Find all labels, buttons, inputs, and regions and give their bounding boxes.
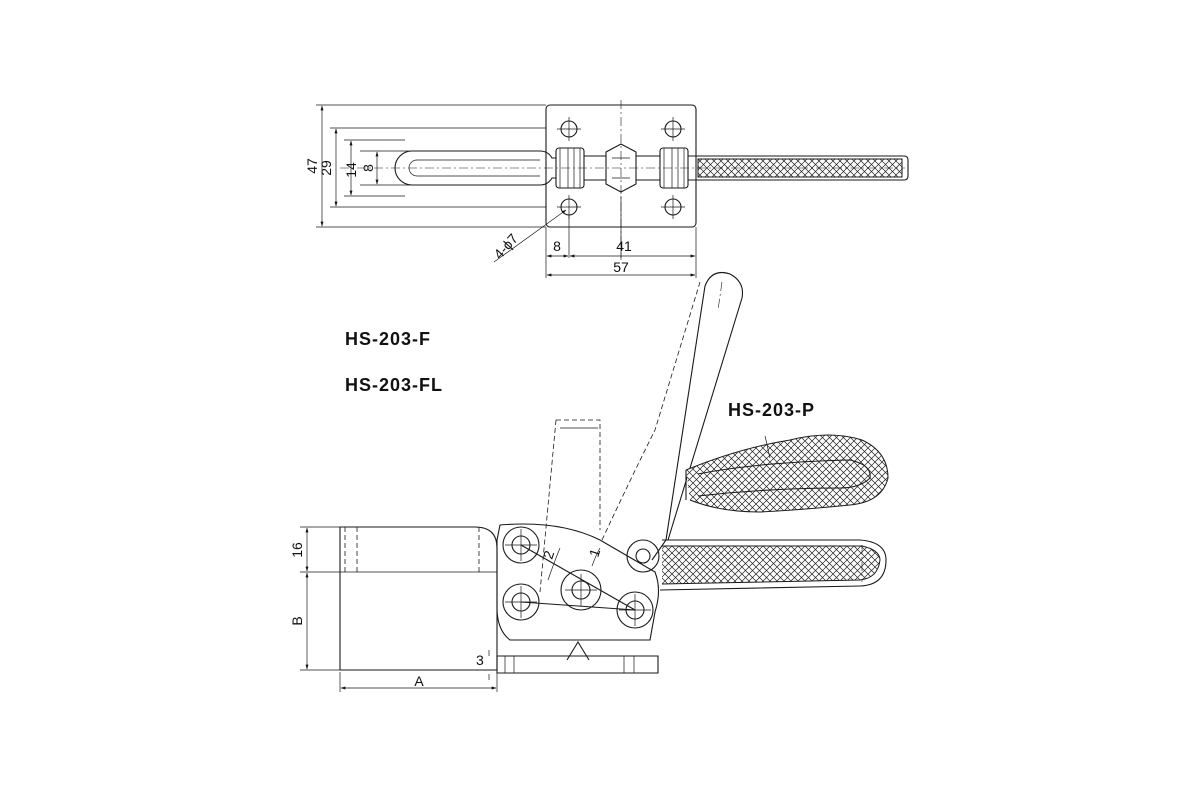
model-label-f: HS-203-F xyxy=(345,329,431,349)
model-label-p: HS-203-P xyxy=(728,400,815,420)
dim-14: 14 xyxy=(343,162,359,178)
pivot-front xyxy=(616,591,654,629)
angle-label-2: 2 xyxy=(540,548,558,561)
dim-3: 3 xyxy=(476,652,484,668)
base-foot xyxy=(496,655,659,674)
p-grip xyxy=(685,434,889,513)
top-view xyxy=(316,100,909,278)
side-view xyxy=(300,271,889,692)
dim-8-horizontal: 8 xyxy=(553,238,561,254)
dim-29: 29 xyxy=(318,160,334,176)
pivot-top xyxy=(502,526,540,564)
angle-label-1: 1 xyxy=(586,546,604,559)
spindle-open xyxy=(539,419,601,593)
pivot-bottom xyxy=(502,583,540,621)
dim-8-vertical: 8 xyxy=(360,164,376,172)
dim-41: 41 xyxy=(616,238,632,254)
dim-16: 16 xyxy=(289,542,305,558)
clamp-body xyxy=(339,526,498,671)
handle-closed xyxy=(659,539,887,591)
dim-a: A xyxy=(414,673,424,689)
model-label-fl: HS-203-FL xyxy=(345,375,443,395)
dim-b: B xyxy=(289,616,305,625)
spindle-bar xyxy=(412,150,556,186)
dim-57: 57 xyxy=(613,259,629,275)
dim-47: 47 xyxy=(304,158,320,174)
top-handle xyxy=(688,155,909,181)
pivot-handle xyxy=(626,539,660,573)
handle-raised xyxy=(651,271,744,561)
pivot-joint xyxy=(605,143,637,193)
link-plate xyxy=(496,523,660,641)
